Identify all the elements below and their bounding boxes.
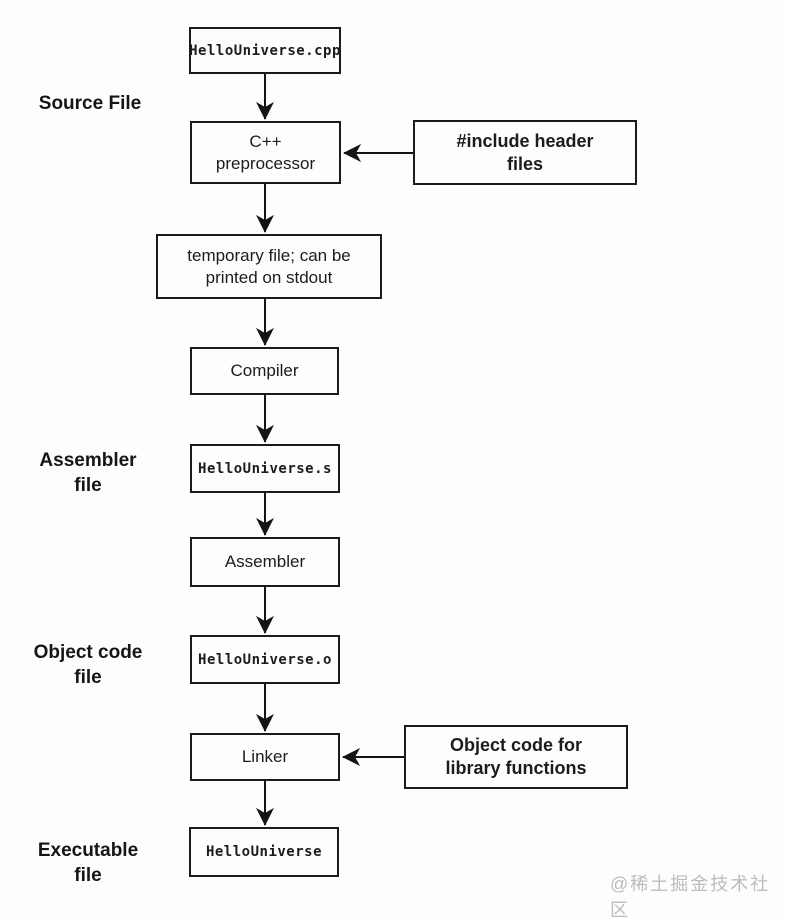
stage-label-object-code-file: Object code file xyxy=(18,640,158,690)
node-label: Linker xyxy=(241,747,289,766)
stage-label-assembler-file: Assembler file xyxy=(18,448,158,498)
node-preprocessor: C++ preprocessor xyxy=(190,121,341,184)
node-assembler: Assembler xyxy=(190,537,340,587)
node-include-headers: #include header files xyxy=(413,120,637,185)
node-label: C++ preprocessor xyxy=(215,131,316,173)
stage-label-source-file: Source File xyxy=(20,91,160,116)
node-source-file: HelloUniverse.cpp xyxy=(189,27,341,74)
node-object-file: HelloUniverse.o xyxy=(190,635,340,684)
stage-label-text: Object code file xyxy=(33,642,143,688)
node-label: Assembler xyxy=(224,552,306,571)
watermark: @稀土掘金技术社区 xyxy=(610,874,771,918)
node-executable: HelloUniverse xyxy=(189,827,339,877)
node-assembly-file: HelloUniverse.s xyxy=(190,444,340,493)
node-label: HelloUniverse.cpp xyxy=(189,42,341,59)
node-label: HelloUniverse.o xyxy=(198,651,332,668)
node-label: HelloUniverse xyxy=(205,844,323,860)
stage-label-executable-file: Executable file xyxy=(18,838,158,888)
node-temp-file: temporary file; can be printed on stdout xyxy=(156,234,382,299)
node-linker: Linker xyxy=(190,733,340,781)
stage-label-text: Assembler file xyxy=(39,450,137,496)
node-label: Object code for library functions xyxy=(445,735,587,778)
node-label: HelloUniverse.s xyxy=(198,460,332,477)
node-library-objects: Object code for library functions xyxy=(404,725,628,789)
node-label: Compiler xyxy=(230,361,299,380)
stage-label-text: Executable file xyxy=(37,840,139,886)
node-compiler: Compiler xyxy=(190,347,339,395)
node-label: #include header files xyxy=(456,130,594,174)
stage-label-text: Source File xyxy=(38,93,142,114)
node-label: temporary file; can be printed on stdout xyxy=(187,245,351,287)
